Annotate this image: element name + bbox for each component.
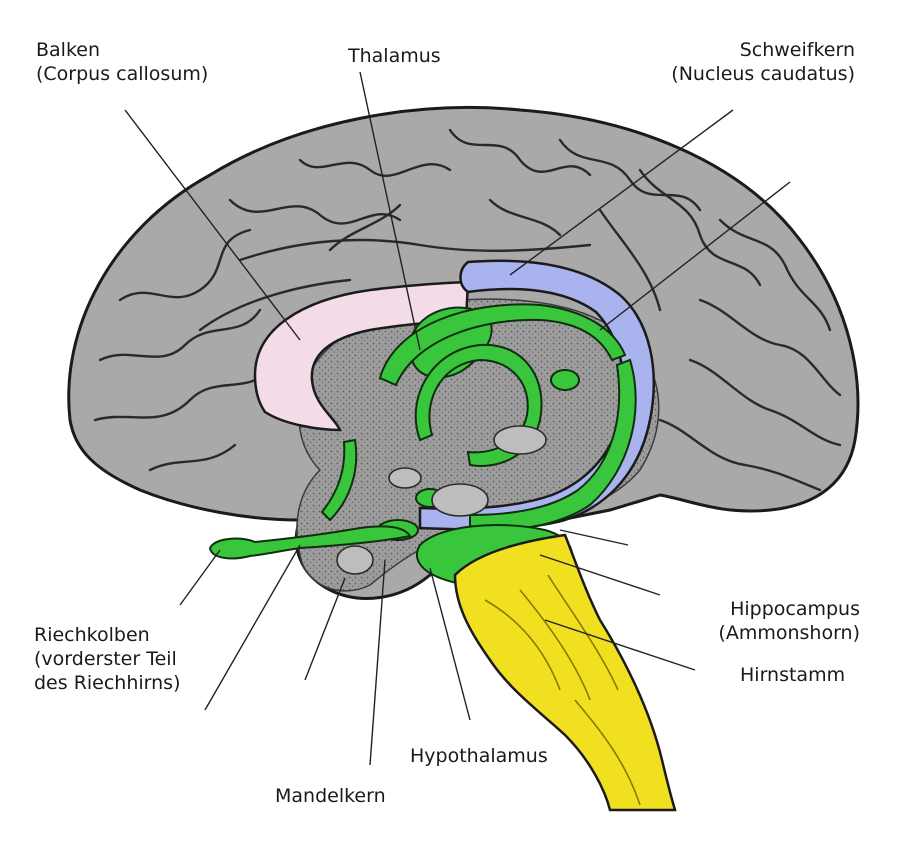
label-hirnstamm: Hirnstamm: [740, 663, 845, 687]
corpus-callosum: [253, 280, 470, 432]
brainstem-lines: [484, 574, 641, 806]
label-mandelkern: Mandelkern: [275, 784, 386, 808]
brainstem: [453, 533, 677, 812]
caudate-nucleus: [418, 259, 655, 531]
leader-lines: [124, 71, 791, 766]
inner-structures: [336, 425, 547, 575]
label-schweifkern-line2: (Nucleus caudatus): [671, 63, 855, 85]
label-riechkolben-line3: des Riechhirns): [34, 672, 181, 694]
label-hirnstamm-line1: Hirnstamm: [740, 664, 846, 686]
cortex-folds: [93, 128, 842, 492]
label-hippocampus-line1: Hippocampus: [730, 598, 860, 620]
label-thalamus-line1: Thalamus: [348, 45, 441, 67]
label-hypothalamus-line1: Hypothalamus: [410, 745, 548, 767]
label-balken: Balken (Corpus callosum): [36, 38, 208, 86]
label-hypothalamus: Hypothalamus: [410, 744, 548, 768]
label-hippocampus: Hippocampus (Ammonshorn): [660, 597, 860, 645]
label-hippocampus-line2: (Ammonshorn): [718, 622, 860, 644]
label-balken-line2: (Corpus callosum): [36, 63, 209, 85]
label-thalamus: Thalamus: [348, 44, 441, 68]
label-riechkolben-line1: Riechkolben: [34, 624, 150, 646]
label-schweifkern-line1: Schweifkern: [739, 39, 855, 61]
label-riechkolben: Riechkolben (vorderster Teil des Riechhi…: [34, 623, 181, 695]
label-mandelkern-line1: Mandelkern: [275, 785, 386, 807]
label-riechkolben-line2: (vorderster Teil: [34, 648, 177, 670]
label-balken-line1: Balken: [36, 39, 101, 61]
label-schweifkern: Schweifkern (Nucleus caudatus): [640, 38, 855, 86]
